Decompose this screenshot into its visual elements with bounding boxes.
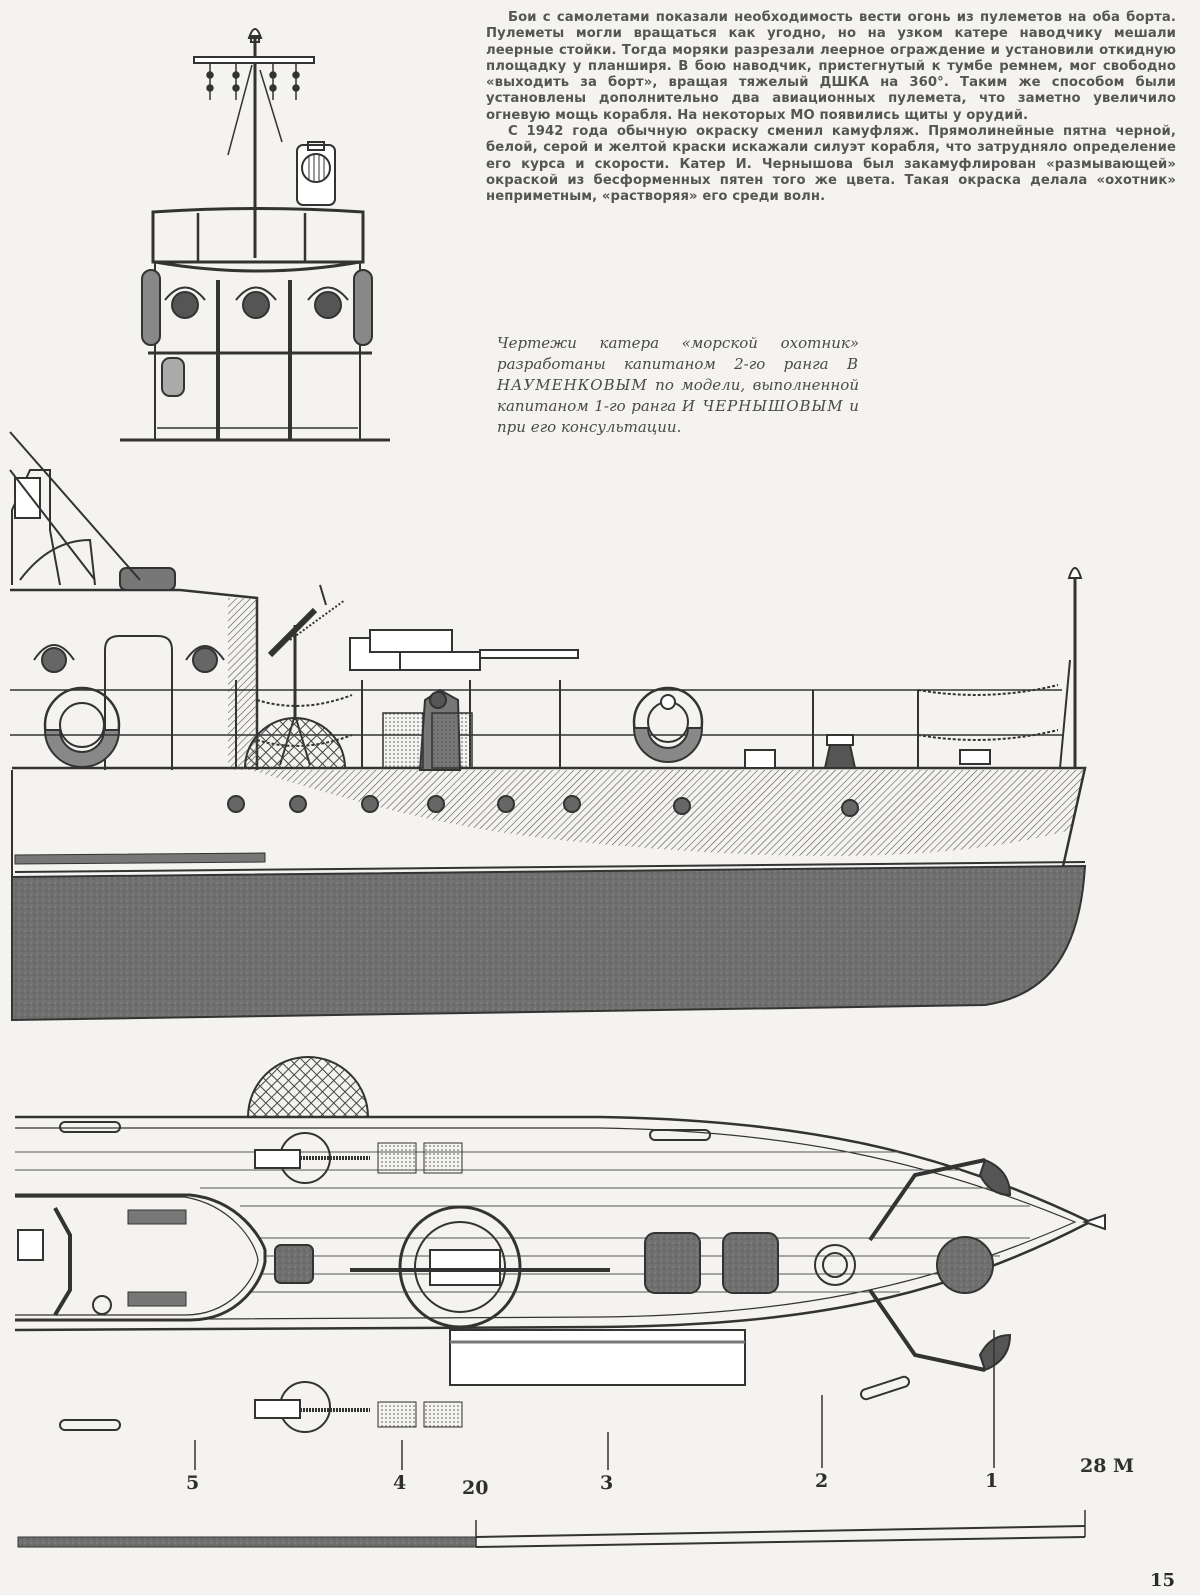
- front-portholes: [164, 286, 349, 319]
- plan-machine-gun-starboard: [254, 1381, 370, 1433]
- lifebuoy-forward: [632, 686, 704, 763]
- searchlight: [296, 141, 336, 206]
- drawing-credits: Чертежи катера «морской охотник» разрабо…: [497, 333, 859, 438]
- callout-label-4: 4: [393, 1472, 407, 1494]
- callout-leaders: [194, 1330, 995, 1470]
- scale-label-end: 28 М: [1080, 1455, 1135, 1477]
- article-text: Бои с самолетами показали необходимость …: [486, 10, 1176, 206]
- signal-lamps: [206, 63, 300, 100]
- credits-text: по модели, выполненной капитаном 1-го ра…: [497, 376, 859, 415]
- callout-label-3: 3: [600, 1472, 614, 1494]
- callout-label-1: 1: [985, 1470, 999, 1492]
- plan-machine-gun-port: [254, 1132, 370, 1184]
- credits-text: и при его консультации.: [497, 397, 859, 436]
- credits-author-1: В НАУМЕНКОВЫМ: [497, 355, 859, 394]
- scale-label-mid: 20: [462, 1477, 489, 1499]
- hull-portholes: [227, 795, 859, 817]
- article-paragraph: С 1942 года обычную окраску сменил камуф…: [486, 124, 1176, 205]
- credits-author-2: И ЧЕРНЫШОВЫМ: [681, 397, 844, 415]
- callout-label-2: 2: [815, 1470, 829, 1492]
- side-profile-drawing: [9, 431, 1087, 1022]
- callout-label-5: 5: [186, 1472, 200, 1494]
- credits-text: Чертежи катера «морской охотник» разрабо…: [497, 334, 859, 373]
- deckhouse-portholes: [33, 644, 225, 673]
- scale-bar: [17, 1510, 1086, 1548]
- front-view-drawing: [120, 28, 390, 442]
- article-paragraph: Бои с самолетами показали необходимость …: [486, 10, 1176, 123]
- page-number: 15: [1150, 1570, 1176, 1591]
- plan-view-drawing: [14, 1056, 1106, 1470]
